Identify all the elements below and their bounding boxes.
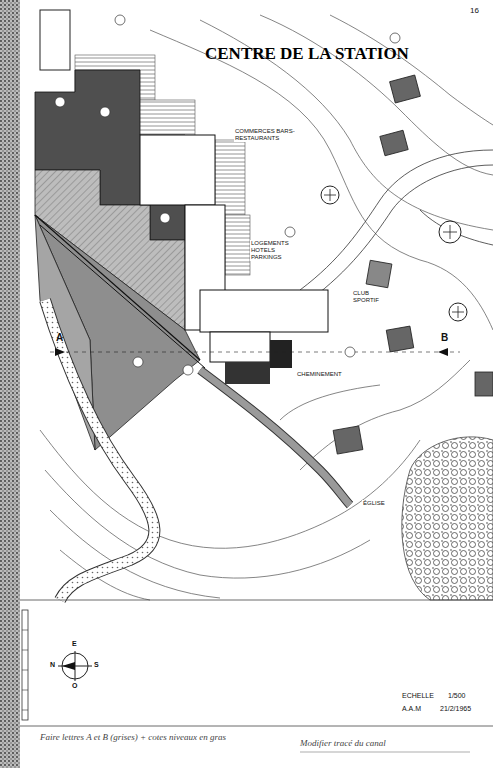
- zone-label: LOGEMENTS HOTELS PARKINGS: [250, 240, 300, 261]
- section-letter: B: [441, 332, 448, 344]
- compass-letter: S: [94, 661, 99, 669]
- page-number: 16: [470, 6, 479, 15]
- handwritten-note: Faire lettres A et B (grises) + cotes ni…: [40, 732, 270, 742]
- compass-letter: N: [50, 661, 55, 669]
- section-letter: A: [56, 332, 63, 344]
- scale-value: 1/500: [448, 692, 466, 700]
- plan-title: CENTRE DE LA STATION: [205, 44, 409, 64]
- zone-label: CHEMINEMENT: [296, 371, 343, 378]
- author-label: A.A.M: [402, 705, 421, 713]
- handwritten-note: Modifier tracé du canal: [300, 738, 480, 748]
- zone-label: CLUB SPORTIF: [352, 290, 394, 304]
- compass-letter: E: [72, 640, 77, 648]
- zone-label: ÉGLISE: [362, 500, 386, 507]
- date-label: 21/2/1965: [440, 705, 471, 713]
- compass-letter: O: [72, 682, 77, 690]
- scale-label: ECHELLE: [402, 692, 434, 700]
- zone-label: COMMERCES BARS-RESTAURANTS: [234, 128, 296, 142]
